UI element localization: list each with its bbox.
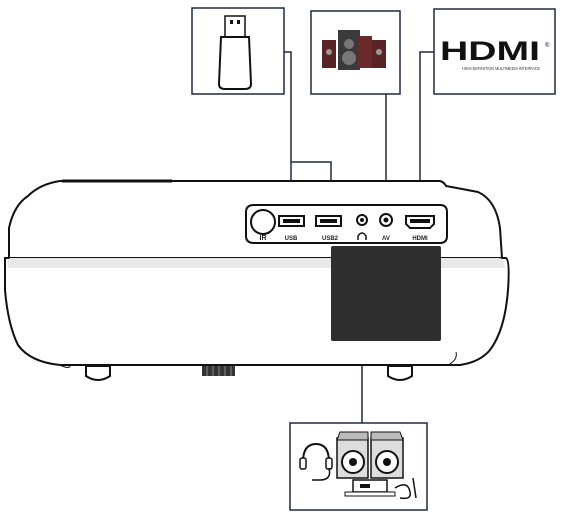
- ir-port: IR: [250, 209, 276, 242]
- usb-port: USB: [278, 215, 305, 242]
- speakers-device-box: [310, 10, 401, 95]
- usb2-label: USB2: [322, 236, 339, 242]
- usb-line: [284, 51, 292, 207]
- headphones-and-speakers-icon: [299, 431, 417, 500]
- registered-mark: ®: [545, 42, 550, 49]
- usb-label: USB: [285, 236, 298, 242]
- hdmi-line: [419, 51, 434, 210]
- speakers-icon: [322, 30, 386, 70]
- ir-label: IR: [260, 235, 267, 242]
- usb-stick-icon: [217, 15, 253, 90]
- hdmi-tagline: HIGH-DEFINITION MULTIMEDIA INTERFACE: [462, 66, 540, 71]
- usb2-port: USB2: [315, 215, 342, 242]
- av-port: AV: [379, 213, 393, 242]
- hdmi-label: HDMI: [412, 236, 428, 242]
- audio-out-device-box: [289, 422, 428, 511]
- audio-port: [356, 214, 368, 240]
- headphone-small-icon: [357, 232, 367, 240]
- hdmi-device-box: HDMI ® HIGH-DEFINITION MULTIMEDIA INTERF…: [433, 8, 556, 95]
- hdmi-logo-text: HDMI: [440, 36, 540, 66]
- av-label: AV: [382, 236, 390, 242]
- hdmi-port: HDMI: [405, 215, 435, 242]
- usb-device-box: [191, 7, 285, 95]
- hdmi-logo: HDMI ® HIGH-DEFINITION MULTIMEDIA INTERF…: [440, 36, 550, 71]
